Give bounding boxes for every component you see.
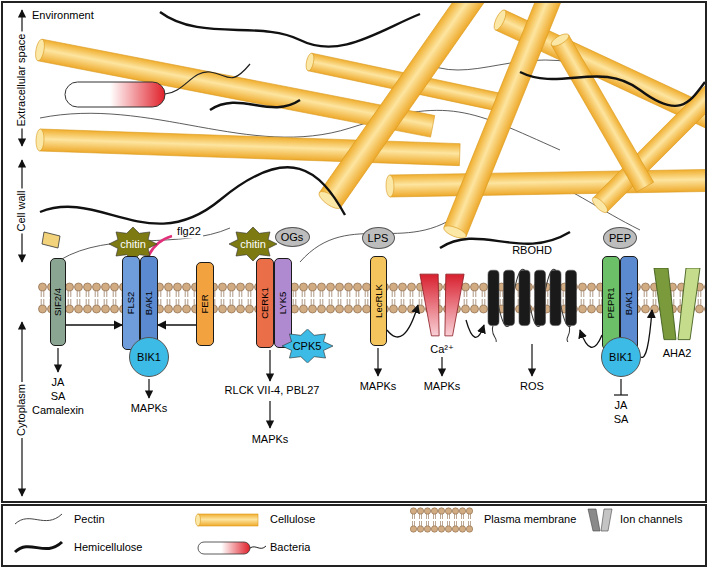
receptor-kinase: FER — [196, 262, 214, 346]
helix — [566, 270, 577, 325]
output-label: ROS — [518, 380, 546, 393]
channel-half — [678, 268, 700, 340]
receptor-kinase: FLS2 — [122, 256, 140, 350]
calcium-channel: Ca²⁺ — [418, 272, 466, 356]
node-label: FLS2 — [126, 292, 137, 315]
output-label: MAPKs — [358, 380, 399, 393]
node-label: LYK5 — [278, 292, 289, 315]
terminal-tails — [492, 326, 569, 342]
coreceptor-kinase: BAK1 — [140, 256, 158, 350]
helix — [535, 270, 546, 325]
legend-text: Bacteria — [268, 541, 312, 554]
ligand-pep: PEP — [603, 227, 637, 249]
node-label: CPK5 — [293, 340, 322, 353]
node-label: OGs — [281, 231, 304, 244]
ligand-lps: LPS — [362, 227, 395, 249]
channel-half — [420, 274, 439, 336]
output-label: MAPKs — [250, 433, 291, 446]
channel-half — [445, 274, 464, 336]
legend-text: Ion channels — [618, 513, 684, 526]
hormone-label: SA — [49, 390, 68, 403]
star-outline — [229, 227, 277, 261]
helix — [504, 270, 515, 325]
cytoplasmic-kinase: BIK1 — [601, 337, 641, 377]
helix — [550, 270, 561, 325]
output-label: RLCK VII-4, PBL27 — [223, 384, 322, 397]
signal-arrow — [641, 310, 652, 357]
node-label: PEPR1 — [606, 287, 617, 318]
compartment-label: Cell wall — [15, 189, 28, 234]
helix — [519, 270, 530, 325]
helix — [488, 270, 499, 325]
legend-text: Plasma membrane — [482, 513, 578, 526]
channel-half — [654, 268, 676, 340]
signal-arrow — [466, 320, 484, 337]
node-label: Ca²⁺ — [430, 343, 454, 356]
metabolite-label: Camalexin — [30, 404, 86, 417]
output-label: MAPKs — [129, 402, 170, 415]
sif-ectodomain — [42, 232, 60, 248]
ligand-label: flg22 — [175, 225, 203, 238]
receptor-kinase: PEPR1 — [602, 256, 620, 350]
signal-arrow — [158, 324, 196, 325]
node-label: PEP — [609, 232, 631, 245]
node-label: LPS — [368, 232, 389, 245]
channel-shape — [652, 268, 702, 342]
receptor-kinase: LecRLK — [370, 256, 387, 346]
signal-arrow — [387, 305, 418, 337]
legend-samples — [15, 507, 612, 554]
star-outline — [282, 329, 333, 363]
signal-arrow — [66, 324, 122, 325]
legend-text: Hemicellulose — [72, 541, 144, 554]
node-label: LecRLK — [373, 284, 384, 318]
node-label: BIK1 — [609, 351, 633, 364]
node-label: BAK1 — [144, 291, 155, 315]
legend-frame — [2, 505, 706, 566]
signal-arrow — [580, 330, 602, 347]
cytoplasmic-kinase: BIK1 — [129, 337, 169, 377]
hormone-label: JA — [613, 399, 630, 412]
hemicellulose-fibres — [40, 12, 705, 248]
legend-text: Pectin — [72, 513, 107, 526]
panel-frame — [2, 2, 706, 502]
region-label: Environment — [30, 9, 96, 22]
node-label: BIK1 — [137, 351, 161, 364]
output-label: MAPKs — [422, 380, 463, 393]
output-arrows — [58, 344, 628, 428]
legend-text: Cellulose — [268, 513, 317, 526]
node-label: chitin — [120, 238, 146, 251]
nadph-oxidase: RBOHD — [484, 244, 580, 342]
node-label: BAK1 — [624, 291, 635, 315]
node-label: CERK1 — [260, 287, 271, 319]
coreceptor-kinase: BAK1 — [620, 256, 638, 350]
pectin-fibres — [40, 60, 640, 262]
cytoplasmic-kinase: CPK5 — [282, 329, 333, 363]
ligand-ogs: OGs — [275, 227, 310, 247]
helix-loops — [493, 269, 571, 326]
proton-pump: AHA2 — [652, 268, 702, 360]
hormone-label: SA — [612, 413, 631, 426]
cell-wall — [34, 3, 705, 262]
node-label: SIF2/4 — [53, 288, 64, 316]
node-label: FER — [200, 295, 211, 314]
transmembrane-helices — [484, 262, 580, 342]
cellulose-microfibrils — [34, 3, 705, 241]
receptor-kinase: SIF2/4 — [50, 258, 66, 346]
node-label: chitin — [240, 238, 266, 251]
bacterium — [65, 64, 250, 107]
node-label: RBOHD — [512, 244, 552, 257]
channel-shape — [418, 272, 466, 338]
node-label: AHA2 — [663, 347, 692, 360]
receptor-kinase: CERK1 — [256, 258, 274, 348]
hormone-label: JA — [50, 376, 67, 389]
ligand-chitin: chitin — [229, 227, 277, 261]
compartment-label: Extracellular space — [15, 32, 28, 129]
compartment-label: Cytoplasm — [15, 382, 28, 438]
